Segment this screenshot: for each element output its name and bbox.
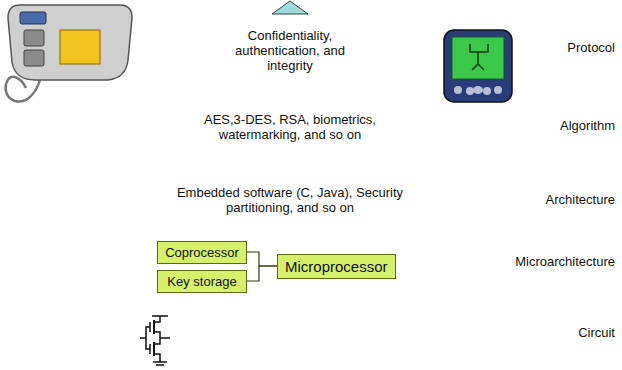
level-content: AES,3-DES, RSA, biometrics, watermarking… <box>190 112 390 142</box>
key-fob-device <box>6 5 132 102</box>
fob-body <box>8 5 132 80</box>
arrow-outline <box>148 10 432 90</box>
pda-button <box>483 87 491 95</box>
level-content: Embedded software (C, Java), Security pa… <box>175 185 405 215</box>
fob-button <box>24 30 44 46</box>
text-area: Confidentiality, authentication, and int… <box>148 22 432 78</box>
pda-device <box>444 30 512 102</box>
pyramid-band: AES,3-DES, RSA, biometrics, watermarking… <box>117 92 464 162</box>
box-label: Coprocessor <box>158 242 246 263</box>
band-shape <box>20 307 561 366</box>
band-outline <box>20 307 561 366</box>
pyramid-band: MicroarchitectureCoprocessorKey storageM… <box>50 238 530 302</box>
level-label: Circuit <box>578 325 615 341</box>
level-label: Protocol <box>567 40 615 56</box>
coprocessor-box: Coprocessor <box>157 241 247 264</box>
pda-button <box>473 86 483 94</box>
transistor-gate <box>140 322 170 354</box>
box-label: Microprocessor <box>278 255 395 278</box>
pyramid-band: Embedded software (C, Java), Security pa… <box>83 167 497 233</box>
text-area: Embedded software (C, Java), Security pa… <box>83 167 497 233</box>
double-arrow: Confidentiality, authentication, and int… <box>148 10 432 90</box>
pyramid-apex <box>272 1 308 14</box>
box-label: Key storage <box>160 271 243 292</box>
fob-button <box>24 50 44 66</box>
band-outline <box>83 167 497 233</box>
bus-wire <box>247 266 277 281</box>
inverter-wiring <box>152 316 168 365</box>
fob-button <box>20 12 46 24</box>
pda-body <box>444 30 512 102</box>
transistor-symbol <box>140 316 170 365</box>
microprocessor-box: Microprocessor <box>277 254 396 279</box>
text-area: AES,3-DES, RSA, biometrics, watermarking… <box>117 92 464 162</box>
pyramid-band: Circuit <box>20 307 561 366</box>
pda-button <box>494 86 502 94</box>
pda-button <box>454 86 462 94</box>
key-storage-box: Key storage <box>157 270 247 293</box>
level-label: Algorithm <box>560 118 615 134</box>
band-outline <box>50 238 530 302</box>
level-label: Microarchitecture <box>515 254 615 270</box>
level-label: Architecture <box>546 192 615 208</box>
pda-screen-symbol <box>470 44 488 70</box>
fob-chip <box>60 30 100 64</box>
bus-wire <box>247 252 277 266</box>
transistor-channel <box>153 320 155 356</box>
band-outline <box>117 92 464 162</box>
pda-screen <box>452 37 504 79</box>
pda-button <box>466 87 474 95</box>
protocol-goals: Confidentiality, authentication, and int… <box>215 28 365 73</box>
